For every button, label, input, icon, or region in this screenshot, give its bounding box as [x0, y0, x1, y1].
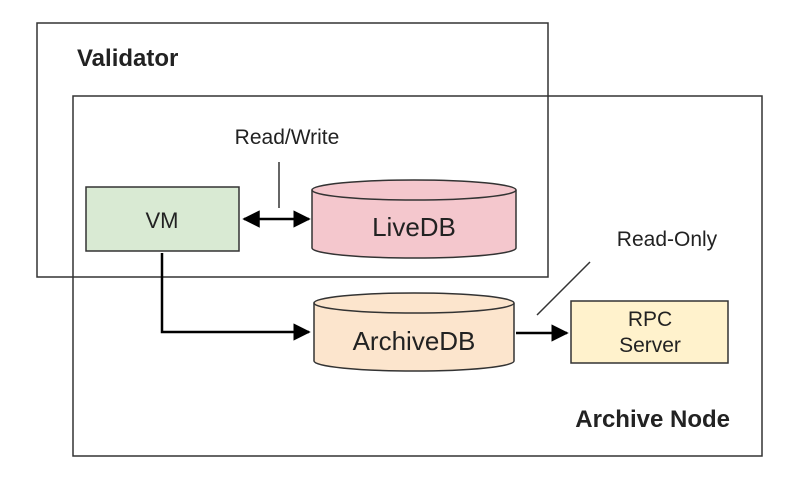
read-only-label: Read-Only [617, 228, 718, 251]
archive-node-group-box [72, 95, 763, 457]
archive-node-label: Archive Node [575, 406, 730, 433]
rpc-server-label-line2: Server [619, 334, 681, 357]
validator-group-box [36, 22, 549, 278]
rpc-server-label-line1: RPC [628, 308, 672, 331]
read-write-label: Read/Write [235, 126, 340, 149]
vm-archivedb-arrow [160, 253, 311, 341]
archivedb-label: ArchiveDB [353, 326, 476, 356]
vm-label: VM [146, 208, 179, 233]
vm-box [85, 186, 240, 252]
livedb-label: LiveDB [372, 212, 456, 242]
rpc-server-box [570, 300, 729, 364]
livedb-cylinder [311, 179, 517, 259]
validator-label: Validator [77, 45, 178, 72]
archivedb-cylinder [313, 292, 515, 372]
read-only-leader-line [536, 261, 591, 316]
